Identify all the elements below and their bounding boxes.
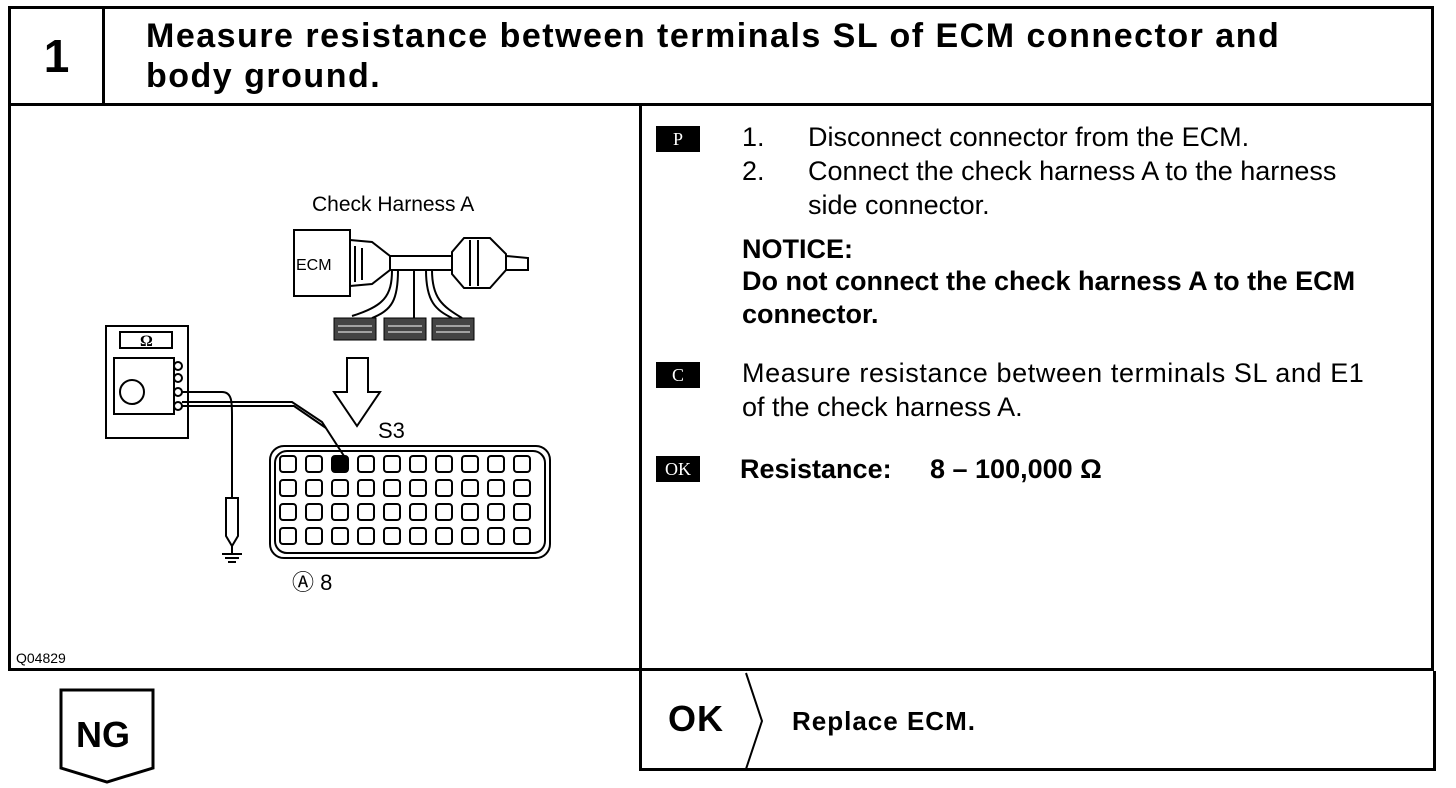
step-1-text: Disconnect connector from the ECM. xyxy=(808,122,1250,152)
ok-result-box xyxy=(639,671,1436,771)
step-2-num: 2. xyxy=(742,156,765,186)
check-line1: Measure resistance between terminals SL … xyxy=(742,358,1365,388)
figure-code: Q04829 xyxy=(16,650,66,666)
step-header xyxy=(8,6,1434,106)
ecm-label: ECM xyxy=(296,257,332,274)
ng-shield-icon xyxy=(59,688,155,784)
column-divider xyxy=(639,103,642,771)
notice-title: NOTICE: xyxy=(742,234,853,264)
ng-result-label: NG xyxy=(76,714,130,755)
notice-line1: Do not connect the check harness A to th… xyxy=(742,266,1356,296)
step-2-text-line1: Connect the check harness A to the harne… xyxy=(808,156,1337,186)
step-title-line2: body ground. xyxy=(146,57,382,95)
ok-chevron-icon xyxy=(745,672,764,770)
spec-value: 8 – 100,000 Ω xyxy=(930,454,1102,484)
connector-terminals xyxy=(279,455,531,545)
connector-label: Ⓐ 8 xyxy=(292,570,332,595)
ok-result-label: OK xyxy=(668,698,724,739)
step-title: Measure resistance between terminals SL … xyxy=(146,16,1416,96)
step-1-num: 1. xyxy=(742,122,765,152)
check-line2: of the check harness A. xyxy=(742,392,1023,422)
ecm-box xyxy=(293,229,351,297)
spec-label: Resistance: xyxy=(740,454,892,484)
harness-label: Check Harness A xyxy=(312,193,474,216)
ok-tag: OK xyxy=(656,456,700,482)
step-body xyxy=(8,103,1434,671)
check-tag: C xyxy=(656,362,700,388)
step-number: 1 xyxy=(11,9,105,103)
ohm-symbol: Ω xyxy=(140,333,153,350)
prep-tag: P xyxy=(656,126,700,152)
notice-line2: connector. xyxy=(742,299,879,329)
step-2-text-line2: side connector. xyxy=(808,190,990,220)
terminal-label: S3 xyxy=(378,418,405,443)
wiring-diagram: Check Harness A ECM Ω S3 Ⓐ 8 xyxy=(105,193,551,595)
step-title-line1: Measure resistance between terminals SL … xyxy=(146,17,1281,55)
harness-connectors xyxy=(333,317,475,341)
ok-result-action: Replace ECM. xyxy=(792,706,976,736)
